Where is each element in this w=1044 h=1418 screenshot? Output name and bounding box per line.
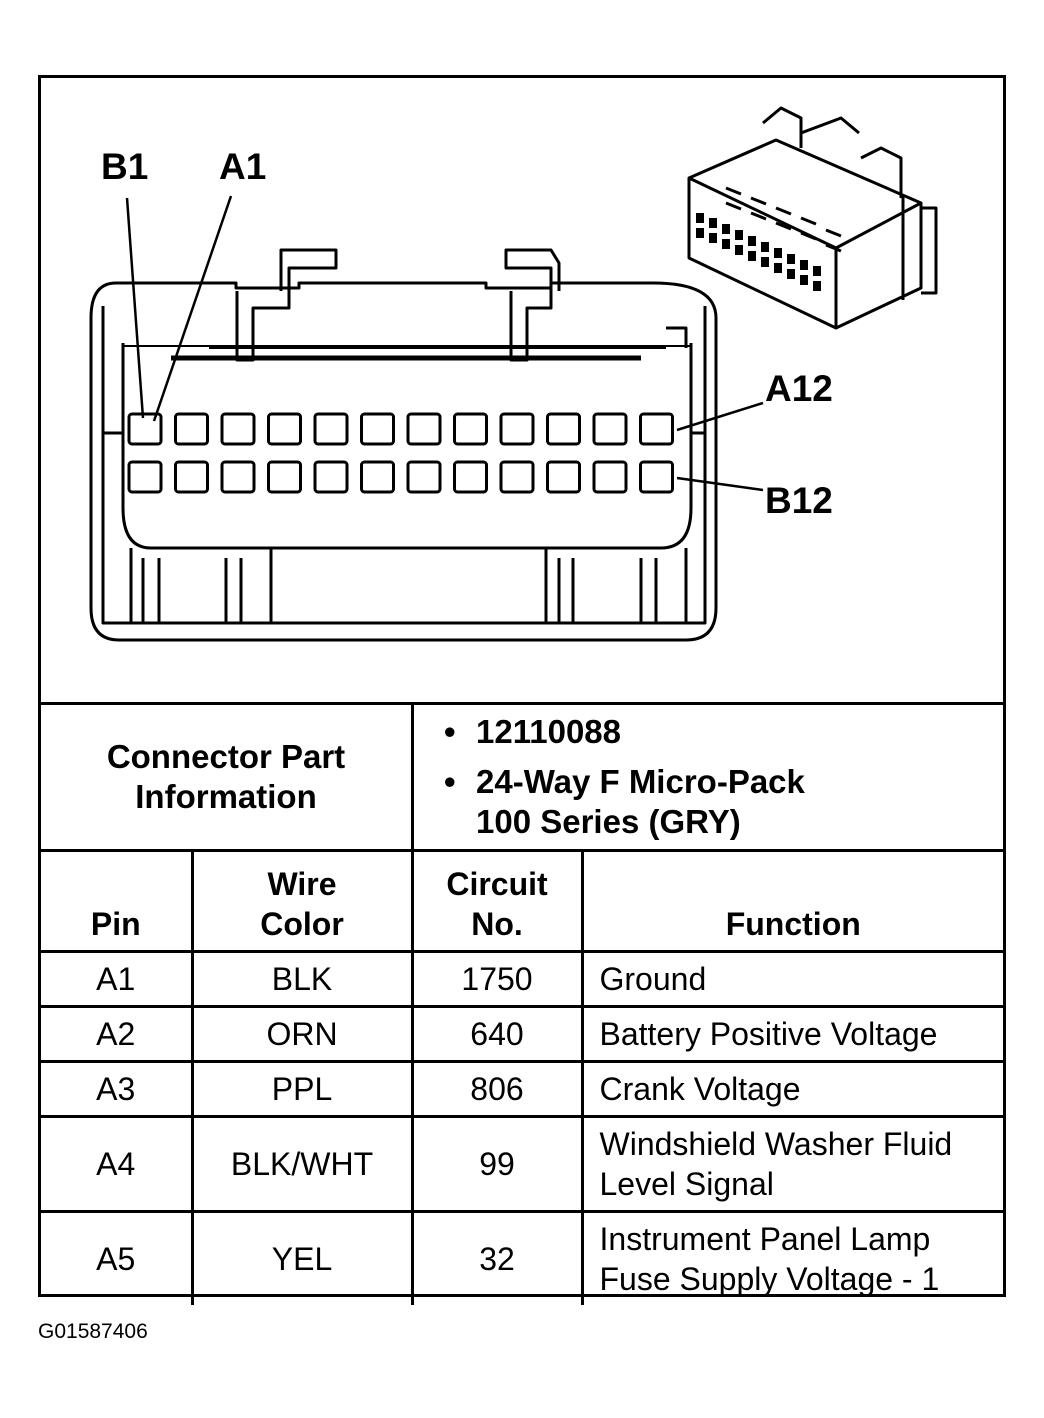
circuit-cell: 806 xyxy=(410,1060,584,1118)
bullet-dot: • xyxy=(444,713,456,750)
wire-color-cell: BLK xyxy=(190,950,414,1008)
circuit-cell: 1750 xyxy=(410,950,584,1008)
circuit-cell: 32 xyxy=(410,1210,584,1305)
wire-color-cell: ORN xyxy=(190,1005,414,1063)
pin-cavity xyxy=(267,412,302,446)
pin-table: Pin Wire Color Circuit No. Function A1 B… xyxy=(41,849,1003,1305)
pin-cell: A4 xyxy=(41,1115,194,1213)
header-function: Function xyxy=(580,849,1003,953)
b1-leader xyxy=(125,197,145,419)
pin-cavity xyxy=(453,460,488,494)
connector-part-info-values: • 12110088 • 24-Way F Micro-Pack 100 Ser… xyxy=(412,702,1003,849)
connector-part-info-label: Connector Part Information xyxy=(41,702,414,849)
pin-cavity xyxy=(127,412,163,446)
part-number-item: • 12110088 xyxy=(444,712,1003,752)
pin-cavity xyxy=(406,460,442,494)
callout-a12: A12 xyxy=(765,368,833,409)
pin-cavity xyxy=(592,460,628,494)
connector-3d-view xyxy=(687,106,938,330)
function-cell: Crank Voltage xyxy=(580,1060,1003,1118)
connector-frame: B1 A1 A12 B12 Connector Part Information… xyxy=(38,75,1006,1305)
pin-cavity xyxy=(499,460,535,494)
wire-color-cell: PPL xyxy=(190,1060,414,1118)
header-wire-color: Wire Color xyxy=(190,849,414,953)
table-row: A1 BLK 1750 Ground xyxy=(41,950,1003,1008)
pin-cell: A1 xyxy=(41,950,194,1008)
pin-cavity xyxy=(360,460,395,494)
b12-leader xyxy=(676,476,764,492)
wire-color-cell: BLK/WHT xyxy=(190,1115,414,1213)
header-pin: Pin xyxy=(41,849,194,953)
header-circuit-no: Circuit No. xyxy=(410,849,584,953)
pin-cavity xyxy=(313,412,349,446)
pin-cavity xyxy=(360,412,395,446)
pin-cell: A5 xyxy=(41,1210,194,1305)
pin-cavity xyxy=(639,460,674,494)
callout-a1: A1 xyxy=(219,146,267,187)
function-cell: Windshield Washer Fluid Level Signal xyxy=(580,1115,1003,1213)
pin-cavity xyxy=(639,412,674,446)
callout-b12: B12 xyxy=(765,480,833,521)
pin-cavity xyxy=(220,460,256,494)
table-row: A2 ORN 640 Battery Positive Voltage xyxy=(41,1005,1003,1063)
figure-code: G01587406 xyxy=(38,1320,148,1343)
pin-cavity xyxy=(174,460,209,494)
pin-cavity xyxy=(499,412,535,446)
pin-cell: A3 xyxy=(41,1060,194,1118)
table-row: A3 PPL 806 Crank Voltage xyxy=(41,1060,1003,1118)
connector-face-drawing xyxy=(89,106,938,642)
connector-part-info: Connector Part Information • 12110088 • … xyxy=(41,702,1003,849)
a1-leader xyxy=(152,195,233,422)
connector-3d-pins xyxy=(696,213,821,291)
pin-cavity xyxy=(220,412,256,446)
connector-type-item: • 24-Way F Micro-Pack 100 Series (GRY) xyxy=(444,762,836,842)
callout-b1: B1 xyxy=(101,146,149,187)
table-row: A4 BLK/WHT 99 Windshield Washer Fluid Le… xyxy=(41,1115,1003,1213)
circuit-cell: 640 xyxy=(410,1005,584,1063)
pin-cavity xyxy=(592,412,628,446)
function-cell: Instrument Panel Lamp Fuse Supply Voltag… xyxy=(580,1210,1003,1305)
pin-cavity xyxy=(546,460,581,494)
bullet-dot: • xyxy=(444,763,456,800)
connector-type: 24-Way F Micro-Pack 100 Series (GRY) xyxy=(476,763,805,840)
pin-cavity xyxy=(453,412,488,446)
pin-cavity xyxy=(406,412,442,446)
wire-color-cell: YEL xyxy=(190,1210,414,1305)
pin-cavity xyxy=(267,460,302,494)
pin-cell: A2 xyxy=(41,1005,194,1063)
pin-cavity xyxy=(174,412,209,446)
function-cell: Ground xyxy=(580,950,1003,1008)
part-number: 12110088 xyxy=(476,713,622,750)
connector-diagram: B1 A1 A12 B12 xyxy=(41,78,1003,702)
table-row: A5 YEL 32 Instrument Panel Lamp Fuse Sup… xyxy=(41,1210,1003,1305)
circuit-cell: 99 xyxy=(410,1115,584,1213)
pin-cavity xyxy=(546,412,581,446)
function-cell: Battery Positive Voltage xyxy=(580,1005,1003,1063)
pin-cavity xyxy=(127,460,163,494)
pin-table-header: Pin Wire Color Circuit No. Function xyxy=(41,849,1003,953)
pin-cavity xyxy=(313,460,349,494)
a12-leader xyxy=(676,401,764,432)
